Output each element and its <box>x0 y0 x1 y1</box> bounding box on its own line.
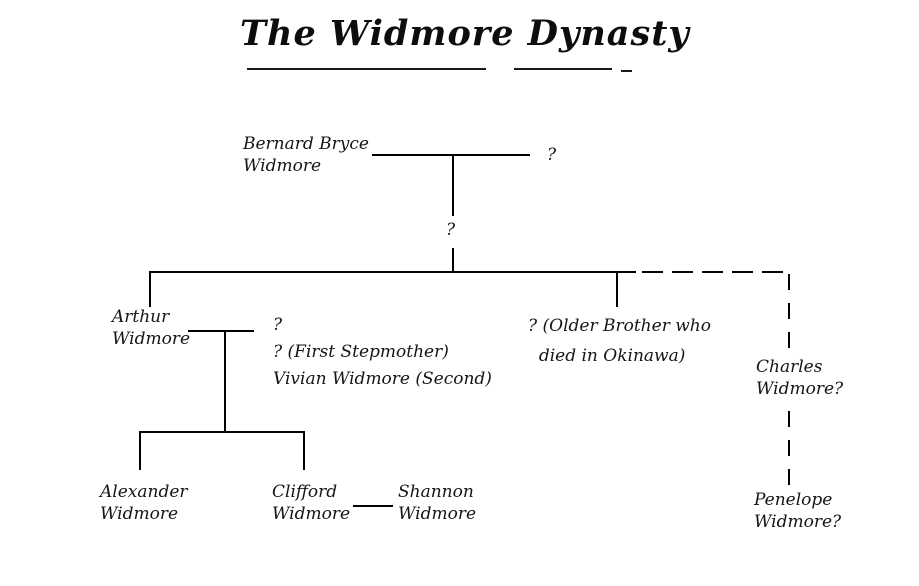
person-label-charles-widmore: Charles Widmore? <box>756 357 844 399</box>
descent-line-child-to-sibling-bar <box>452 248 454 273</box>
title-underline-segment <box>247 68 486 70</box>
descent-line-bernard-to-child <box>452 154 454 216</box>
marriage-line-clifford <box>353 505 393 507</box>
title-underline-segment <box>621 70 632 72</box>
descent-line-charles-to-penelope-dashed <box>788 411 790 490</box>
person-label-older-brother: ? (Older Brother who died in Okinawa) <box>528 316 711 366</box>
person-label-arthur-spouses: ? ? (First Stepmother) Vivian Widmore (S… <box>273 315 492 389</box>
drop-line-clifford <box>303 431 305 470</box>
descent-line-arthur-to-children <box>224 330 226 433</box>
drop-line-charles-dashed <box>788 274 790 348</box>
diagram-title: The Widmore Dynasty <box>240 13 690 54</box>
person-label-bernard-bryce-widmore: Bernard Bryce Widmore <box>243 134 369 176</box>
children-bar-arthur <box>139 431 305 433</box>
sibling-bar-dashed <box>642 271 790 273</box>
person-label-arthur-widmore: Arthur Widmore <box>112 307 191 349</box>
sibling-bar-solid <box>149 271 636 273</box>
drop-line-older-brother <box>616 271 618 307</box>
person-label-alexander-widmore: Alexander Widmore <box>100 482 188 524</box>
marriage-line-bernard <box>372 154 530 156</box>
person-label-shannon-widmore: Shannon Widmore <box>398 482 477 524</box>
person-label-clifford-widmore: Clifford Widmore <box>272 482 351 524</box>
person-label-penelope-widmore: Penelope Widmore? <box>754 490 842 532</box>
marriage-line-arthur <box>188 330 254 332</box>
drop-line-alexander <box>139 431 141 470</box>
person-label-unknown-child: ? <box>446 220 456 240</box>
person-label-bernard-spouse-unknown: ? <box>547 145 557 165</box>
drop-line-arthur <box>149 271 151 307</box>
title-underline-segment <box>514 68 612 70</box>
